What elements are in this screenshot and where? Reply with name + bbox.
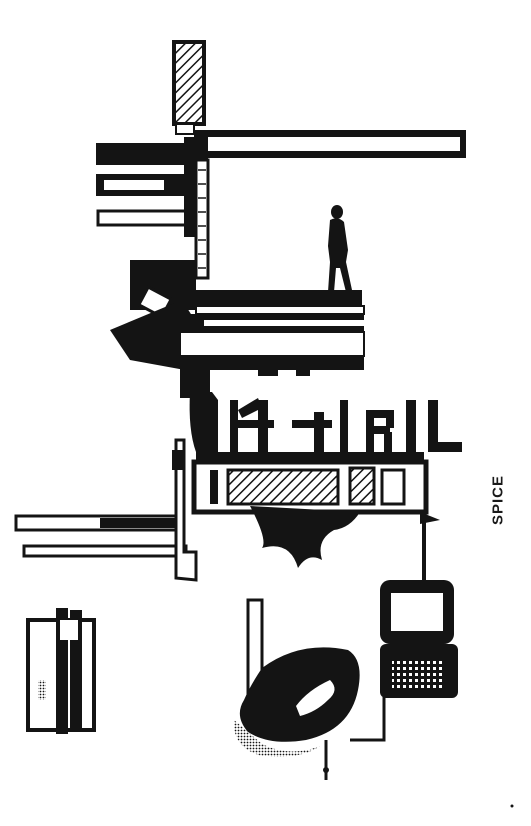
splash-shape — [250, 506, 440, 568]
bottom-left-box — [26, 608, 96, 734]
mid-band-structure — [110, 260, 365, 398]
laptop-computer — [380, 512, 458, 698]
side-label-text: SPICE — [489, 474, 507, 526]
top-long-beam — [194, 130, 466, 158]
upper-left-bars — [96, 137, 208, 237]
lettered-stack-band — [189, 392, 462, 462]
top-hatched-block — [172, 40, 206, 135]
left-rails — [14, 438, 198, 582]
walking-figure — [328, 205, 352, 292]
speck — [510, 804, 514, 808]
blob-device — [233, 647, 392, 780]
side-label: SPICE — [478, 470, 518, 530]
hatched-base-frame — [191, 459, 429, 515]
vertical-ladder — [194, 158, 210, 280]
